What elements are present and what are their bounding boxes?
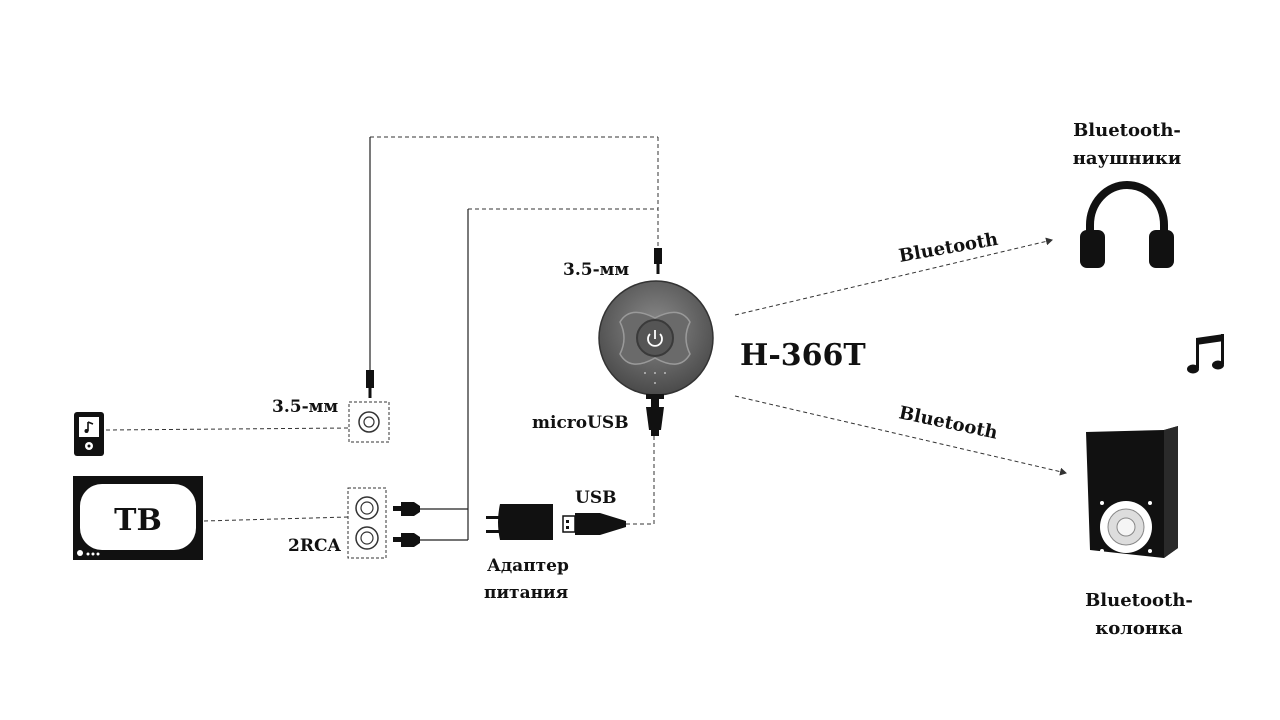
adapter-label-line1: Адаптер	[487, 556, 569, 576]
bluetooth-arrow-headphones	[734, 237, 1053, 316]
bluetooth-arrow-speaker	[734, 395, 1067, 476]
rca-cable-branches	[420, 508, 468, 541]
micro-usb-plug	[646, 399, 664, 436]
rca-sockets	[347, 487, 387, 559]
power-adapter-icon	[486, 504, 553, 540]
bluetooth-label-top: Bluetooth	[897, 229, 999, 267]
device-jack-plug	[654, 248, 662, 274]
music-note-icon	[1187, 334, 1224, 374]
usb-label: USB	[575, 488, 616, 508]
device-model-label: H-366T	[740, 338, 866, 373]
adapter-label-line2: питания	[484, 583, 568, 603]
usb-cable-dashed	[626, 436, 655, 525]
speaker-label-line1: Bluetooth-	[1085, 590, 1193, 611]
tv-cable-dashed	[203, 516, 349, 522]
player-cable-dashed	[105, 427, 350, 431]
headphones-icon	[1080, 181, 1174, 268]
tv-icon	[73, 476, 203, 560]
left-jack-socket	[348, 370, 390, 443]
rca-plugs	[393, 502, 420, 547]
top-jack-label: 3.5-мм	[563, 260, 629, 280]
speaker-label-line2: колонка	[1095, 618, 1183, 639]
headphones-label-line2: наушники	[1073, 148, 1182, 169]
speaker-icon	[1086, 426, 1178, 558]
left-jack-label: 3.5-мм	[272, 397, 338, 417]
rca-label: 2RCA	[288, 536, 341, 556]
tv-label: ТВ	[114, 503, 162, 538]
headphones-label-line1: Bluetooth-	[1073, 120, 1181, 141]
h366t-device	[598, 280, 714, 399]
music-player-icon	[74, 412, 104, 456]
micro-usb-label: microUSB	[532, 413, 629, 433]
power-icon	[647, 330, 663, 347]
usb-plug	[562, 513, 626, 535]
